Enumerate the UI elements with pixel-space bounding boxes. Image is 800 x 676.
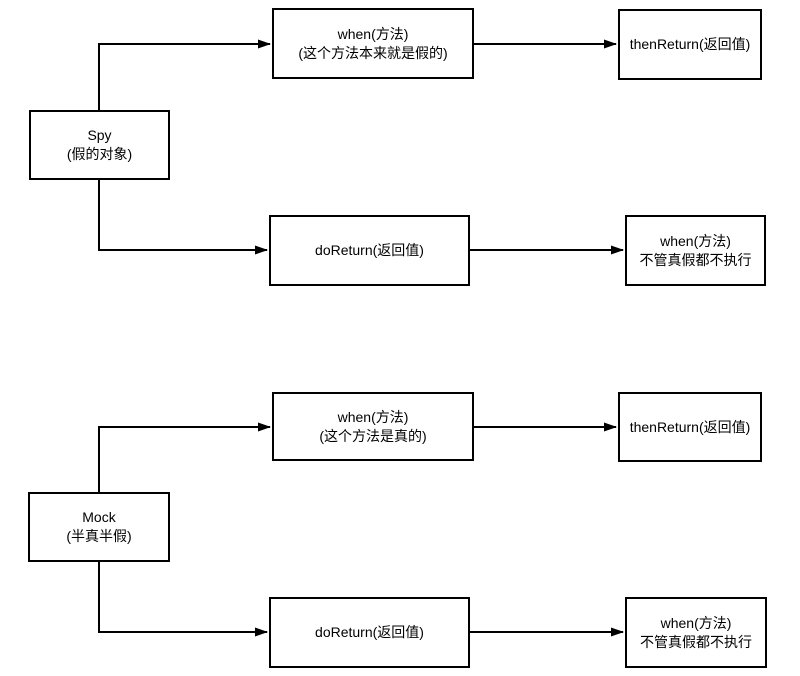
node-spy-thenreturn: thenReturn(返回值): [618, 9, 762, 80]
node-mock-when-no-exec: when(方法) 不管真假都不执行: [625, 597, 767, 668]
node-mock-noexec-line1: when(方法): [660, 614, 732, 631]
node-spy-title: Spy: [87, 127, 112, 144]
connector-mock-to-when: [98, 422, 271, 492]
node-mock-when-line1: when(方法): [337, 408, 409, 425]
node-mock-title: Mock: [82, 509, 116, 526]
node-mock: Mock (半真半假): [28, 492, 170, 562]
node-mock-thenreturn-label: thenReturn(返回值): [629, 418, 751, 435]
node-mock-when-line2: (这个方法是真的): [319, 427, 427, 444]
node-spy-doreturn: doReturn(返回值): [269, 215, 470, 286]
connector-spy-to-doreturn: [98, 180, 268, 255]
node-spy-subtitle: (假的对象): [66, 146, 133, 162]
node-mock-doreturn-label: doReturn(返回值): [315, 624, 424, 641]
node-mock-when-method: when(方法) (这个方法是真的): [272, 392, 474, 461]
node-mock-thenreturn: thenReturn(返回值): [618, 392, 762, 462]
connector-spy-to-when: [98, 39, 271, 110]
node-mock-doreturn: doReturn(返回值): [269, 597, 470, 668]
node-mock-noexec-line2: 不管真假都不执行: [640, 633, 752, 650]
node-spy-noexec-line1: when(方法): [660, 232, 731, 249]
node-spy-when-no-exec: when(方法) 不管真假都不执行: [625, 215, 766, 286]
node-spy-thenreturn-label: thenReturn(返回值): [629, 36, 751, 53]
node-spy-noexec-line2: 不管真假都不执行: [639, 251, 752, 268]
node-spy: Spy (假的对象): [29, 110, 170, 180]
node-spy-when-line2: (这个方法本来就是假的): [298, 44, 448, 61]
node-spy-doreturn-label: doReturn(返回值): [315, 242, 424, 259]
connector-mock-to-doreturn: [98, 562, 268, 637]
node-mock-subtitle: (半真半假): [66, 528, 132, 544]
node-spy-when-line1: when(方法): [337, 25, 409, 42]
node-spy-when-method: when(方法) (这个方法本来就是假的): [272, 8, 474, 79]
